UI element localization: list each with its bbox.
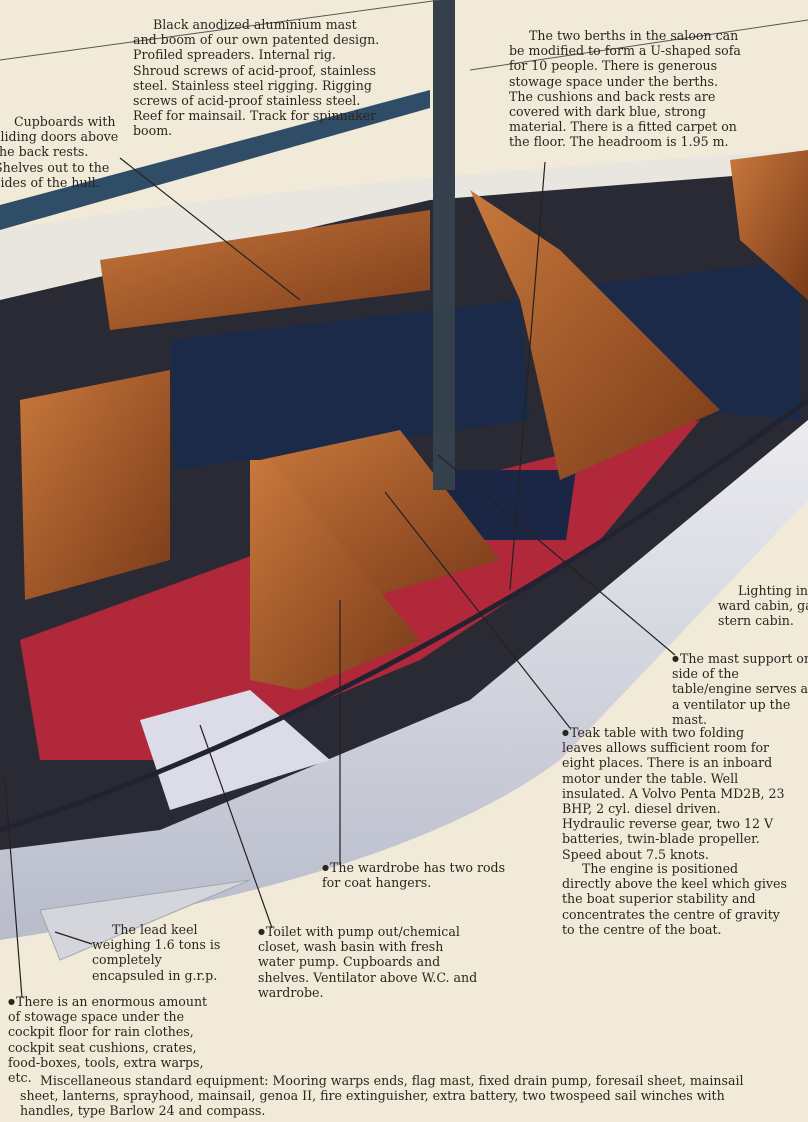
caption-berths: The two berths in the saloon can be modi… bbox=[509, 28, 741, 150]
rigging bbox=[0, 0, 808, 71]
caption-cupboards: Cupboards with sliding doors above the b… bbox=[0, 114, 119, 190]
boom bbox=[0, 90, 430, 230]
cupboards bbox=[100, 210, 430, 330]
caption-wardrobe: The wardrobe has two rods for coat hange… bbox=[322, 860, 522, 890]
caption-teak-table: Teak table with two folding leaves allow… bbox=[562, 725, 787, 862]
caption-misc-equipment: Miscellaneous standard equipment: Moorin… bbox=[20, 1073, 744, 1119]
mast bbox=[433, 0, 455, 490]
caption-engine: The engine is positioned directly above … bbox=[562, 861, 787, 937]
caption-toilet: Toilet with pump out/chemical closet, wa… bbox=[258, 924, 483, 1000]
caption-lighting: Lighting in ward cabin, ga stern cabin. bbox=[718, 583, 808, 629]
galley bbox=[20, 370, 170, 600]
bulkhead bbox=[250, 460, 420, 690]
caption-mast: Black anodized aluminium mast and boom o… bbox=[133, 17, 380, 139]
caption-mast-support: The mast support on side of the table/en… bbox=[672, 651, 808, 727]
hull-rail bbox=[0, 397, 808, 833]
caption-keel: The lead keel weighing 1.6 tons is compl… bbox=[92, 922, 221, 983]
bulkhead-fwd bbox=[470, 190, 720, 480]
fwd-cabin bbox=[730, 150, 808, 300]
caption-stowage: There is an enormous amount of stowage s… bbox=[8, 994, 216, 1085]
table bbox=[260, 430, 500, 600]
keel bbox=[39, 879, 251, 961]
leader-lines bbox=[4, 157, 676, 999]
